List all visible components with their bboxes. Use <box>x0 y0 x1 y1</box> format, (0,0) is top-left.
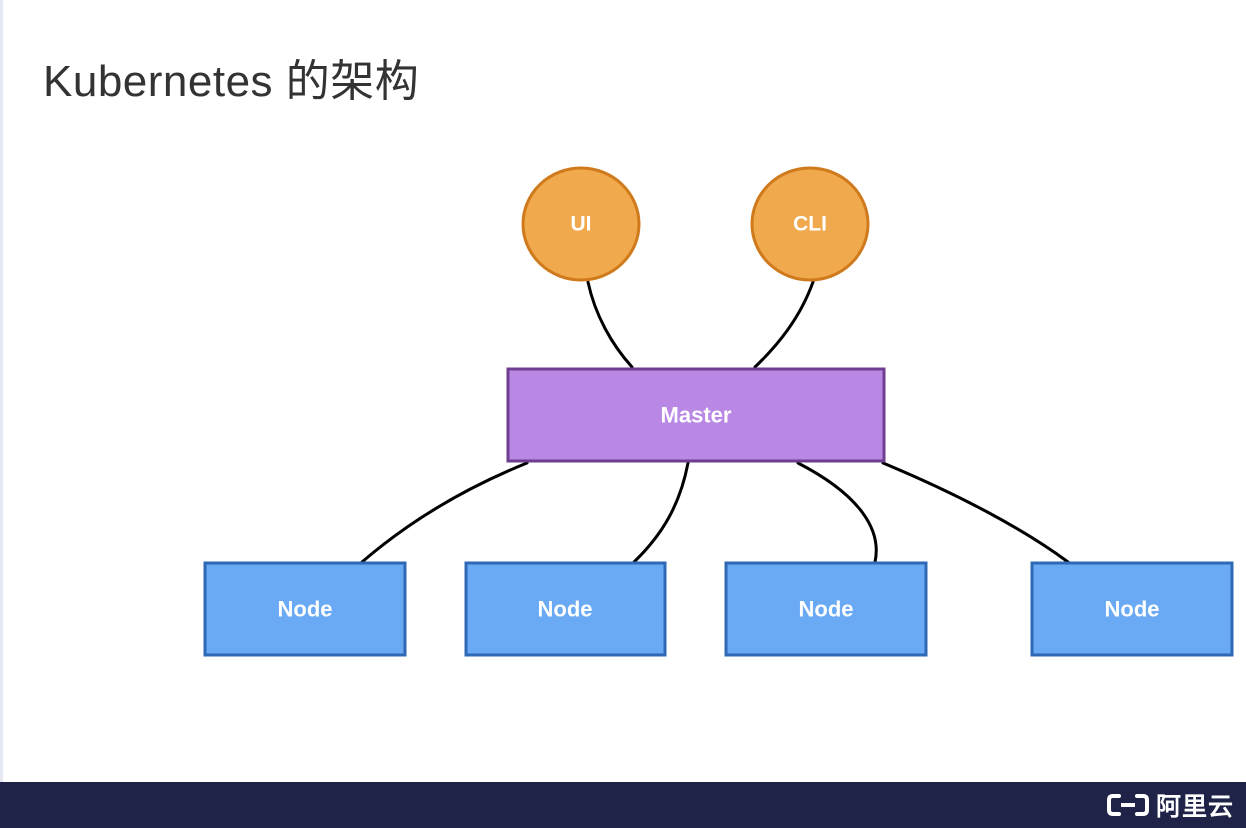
client-ui-circle <box>521 166 641 282</box>
client-cli[interactable]: CLI <box>750 166 870 282</box>
left-edge-bar <box>0 0 3 782</box>
node-3-label: Node <box>799 597 854 622</box>
node-2-label: Node <box>538 597 593 622</box>
client-cli-label: CLI <box>793 213 827 236</box>
node-4-label: Node <box>1105 597 1160 622</box>
node-3[interactable]: Node <box>724 561 928 657</box>
connector-cli-master <box>753 280 815 369</box>
node-1-label: Node <box>278 597 333 622</box>
node-4-box <box>1030 561 1234 657</box>
connector-ui-master <box>586 280 634 369</box>
node-2[interactable]: Node <box>464 561 667 657</box>
alibaba-cloud-logo-icon <box>1106 794 1149 816</box>
node-2-box <box>464 561 667 657</box>
connector-master-node-4 <box>881 461 1070 564</box>
master-box <box>506 367 886 463</box>
architecture-diagram: UI CLI Master Node Node Node Node <box>203 166 1234 657</box>
master[interactable]: Master <box>506 367 886 463</box>
connector-master-node-3 <box>796 461 878 564</box>
connector-master-node-1 <box>360 461 529 564</box>
connector-master-node-2 <box>632 461 690 564</box>
node-1-box <box>203 561 407 657</box>
client-cli-circle <box>750 166 870 282</box>
node-1[interactable]: Node <box>203 561 407 657</box>
master-label: Master <box>661 403 732 428</box>
footer-bar: 阿里云 <box>0 782 1246 828</box>
slide-title: Kubernetes 的架构 <box>43 57 420 106</box>
brand: 阿里云 <box>1106 788 1234 822</box>
node-4[interactable]: Node <box>1030 561 1234 657</box>
client-ui[interactable]: UI <box>521 166 641 282</box>
client-ui-label: UI <box>571 213 592 236</box>
brand-text: 阿里云 <box>1155 792 1234 821</box>
node-3-box <box>724 561 928 657</box>
